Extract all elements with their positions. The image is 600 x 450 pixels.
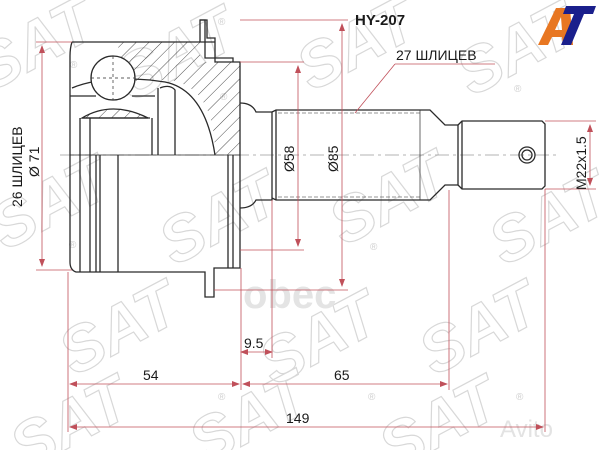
inner-diameter-label: Ø 71 [26,146,42,177]
thread-label: M22x1.5 [573,136,589,190]
dimension-labels: 26 ШЛИЦЕВ Ø 71 Ø58 Ø85 M22x1.5 27 ШЛИЦЕВ… [9,47,589,426]
outer-splines-label: 27 ШЛИЦЕВ [396,47,477,63]
cv-housing [69,19,241,298]
at-logo-icon [538,6,596,45]
dimension-lines [36,19,596,432]
svg-text:®: ® [514,84,522,95]
svg-text:®: ® [218,392,226,403]
svg-text:SAT: SAT [47,265,194,389]
inner-splines-label: 26 ШЛИЦЕВ [9,126,25,207]
abs-diameter-label: Ø58 [281,145,297,172]
total-length-label: 149 [286,410,310,426]
part-code: HY-207 [355,12,406,29]
flange-offset-label: 9.5 [244,335,264,351]
svg-text:®: ® [516,392,524,403]
cotter-hole [518,146,536,164]
housing-length-label: 54 [143,367,159,383]
svg-text:®: ® [368,392,376,403]
svg-text:®: ® [70,60,78,71]
shaft-length-label: 65 [334,367,350,383]
flange-diameter-label: Ø85 [325,145,341,172]
svg-text:®: ® [370,242,378,253]
cv-shaft [239,102,546,209]
obec-watermark: obec [243,273,336,317]
svg-text:®: ® [69,240,77,251]
svg-text:SAT: SAT [407,265,554,389]
svg-text:®: ® [218,17,226,28]
